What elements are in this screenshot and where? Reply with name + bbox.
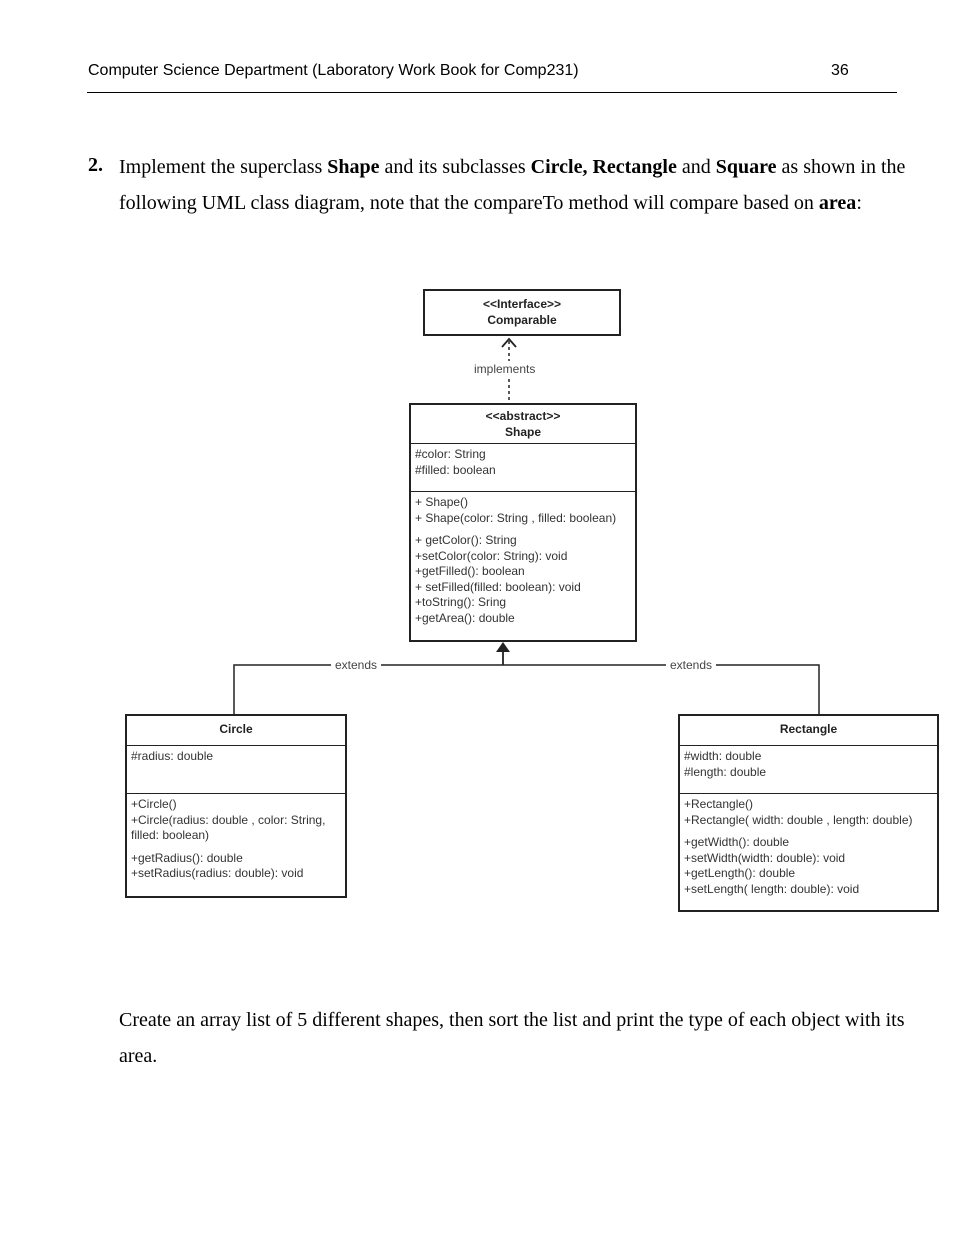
rectangle-class-box: Rectangle #width: double #length: double… (678, 714, 939, 912)
comparable-interface-box: <<Interface>> Comparable (423, 289, 621, 336)
circle-constructor: +Circle(radius: double , color: String, (131, 812, 326, 827)
implements-label: implements (470, 362, 540, 376)
extends-line-left (233, 664, 503, 714)
implements-arrowhead (501, 337, 517, 348)
rectangle-attributes: #width: double #length: double (680, 745, 937, 793)
rectangle-constructor: +Rectangle() (684, 797, 754, 811)
rectangle-method: +getLength(): double (684, 866, 796, 880)
rectangle-attribute: #length: double (684, 764, 767, 779)
question-bold-shape: Shape (327, 156, 380, 178)
circle-operations: +Circle() +Circle(radius: double , color… (127, 793, 345, 885)
page-number: 36 (831, 62, 849, 79)
question-text-part: : (856, 192, 862, 214)
shape-constructor: + Shape() (415, 495, 469, 509)
shape-operations: + Shape() + Shape(color: String , filled… (411, 491, 635, 629)
extends-label-right: extends (666, 658, 717, 672)
circle-method: +setRadius(radius: double): void (131, 866, 304, 880)
rectangle-method: +getWidth(): double (684, 835, 790, 849)
rectangle-operations: +Rectangle() +Rectangle( width: double ,… (680, 793, 937, 900)
shape-method: + getColor(): String (415, 533, 517, 547)
question-number: 2. (88, 154, 103, 176)
shape-attribute: #color: String (415, 447, 486, 461)
rectangle-method: +setWidth(width: double): void (684, 850, 846, 865)
rectangle-constructor: +Rectangle( width: double , length: doub… (684, 812, 913, 827)
shape-method: +getFilled(): boolean (415, 564, 525, 578)
shape-method: +toString(): Sring (415, 595, 507, 609)
extends-line-right (503, 664, 820, 714)
shape-method: +setColor(color: String): void (415, 548, 568, 563)
circle-method: +getRadius(): double (131, 850, 243, 865)
question-text-part: as shown in the following UML class diag… (119, 156, 906, 214)
rectangle-method: +setLength( length: double): void (684, 881, 860, 896)
comparable-stereotype: <<Interface>> (482, 297, 562, 311)
header-divider (87, 92, 897, 93)
rectangle-attribute: #width: double (684, 749, 762, 763)
question-bold-area: area (818, 192, 857, 214)
comparable-name: Comparable (487, 313, 557, 327)
circle-class-box: Circle #radius: double +Circle() +Circle… (125, 714, 347, 898)
circle-attribute: #radius: double (131, 749, 214, 763)
extends-arrowhead (496, 642, 510, 652)
shape-attributes: #color: String #filled: boolean (411, 443, 635, 491)
extends-label-left: extends (331, 658, 382, 672)
shape-class-box: <<abstract>> Shape #color: String #fille… (409, 403, 637, 642)
circle-attributes: #radius: double (127, 745, 345, 793)
circle-constructor: +Circle() (131, 797, 177, 811)
circle-constructor: filled: boolean) (131, 828, 210, 842)
shape-attribute: #filled: boolean (415, 462, 496, 477)
rectangle-name: Rectangle (779, 722, 838, 736)
shape-stereotype: <<abstract>> (485, 409, 561, 423)
task-instruction: Create an array list of 5 different shap… (119, 1009, 905, 1067)
question-bold-square: Square (715, 156, 777, 178)
question-text-part: and its subclasses (379, 156, 531, 178)
question-text: Implement the superclass Shape and its s… (119, 149, 919, 221)
shape-name: Shape (504, 425, 541, 439)
shape-method: + setFilled(filled: boolean): void (415, 579, 581, 594)
page-header-title: Computer Science Department (Laboratory … (88, 62, 579, 79)
shape-method: +getArea(): double (415, 610, 515, 625)
question-text-part: Implement the superclass (119, 156, 328, 178)
circle-name: Circle (219, 722, 253, 736)
question-bold-circle-rectangle: Circle, Rectangle (530, 156, 677, 178)
question-text-part: and (676, 156, 716, 178)
shape-constructor: + Shape(color: String , filled: boolean) (415, 510, 617, 525)
